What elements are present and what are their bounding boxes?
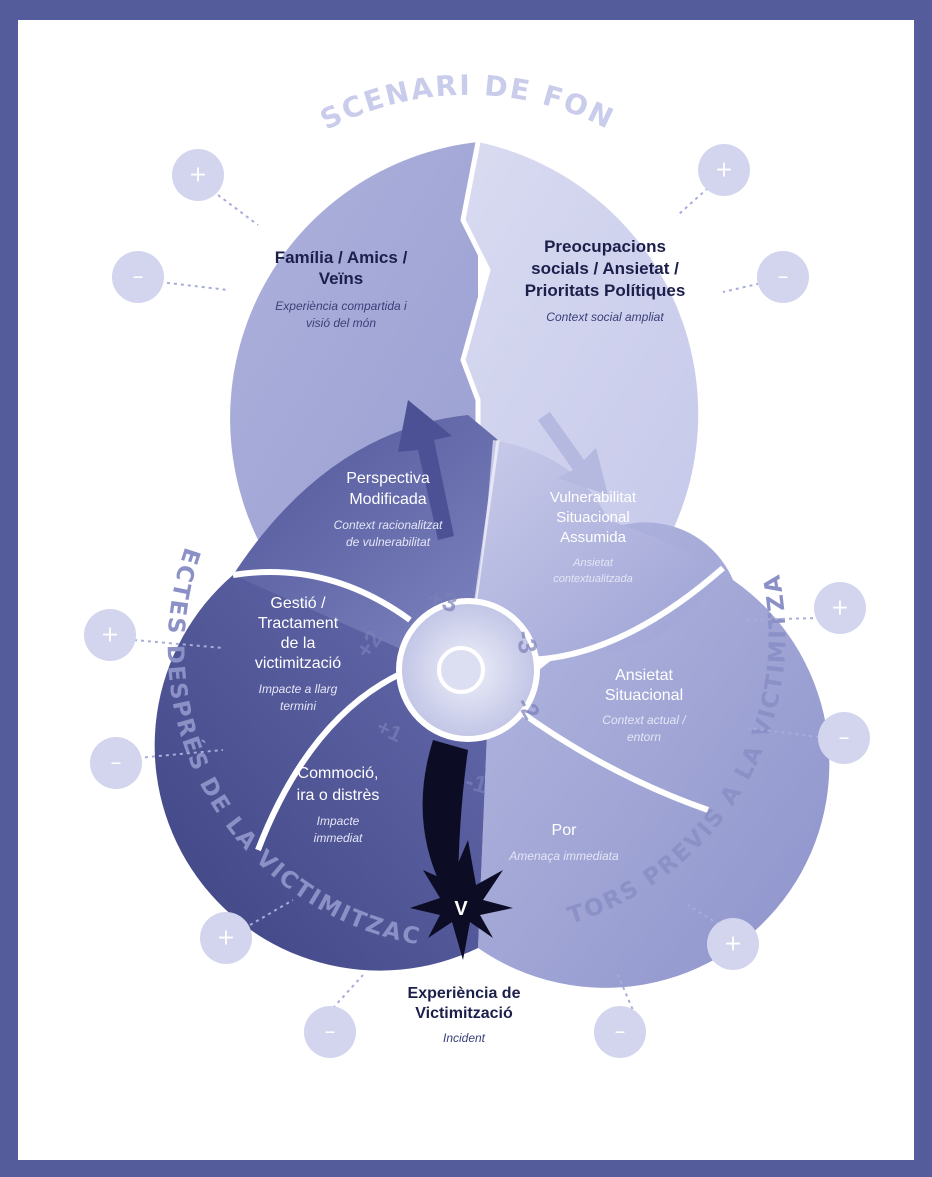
top-left-sub-1: Experiència compartida i [275, 299, 407, 313]
incident-title-2: Victimització [415, 1005, 513, 1022]
plus-icon-tl: + [189, 163, 207, 188]
incident-trail [422, 740, 468, 900]
gestio-sub-2: termini [280, 699, 316, 713]
plus-icon-bl: + [217, 926, 235, 951]
ansietat-title-2: Situacional [605, 687, 683, 704]
plus-circle-tr [698, 144, 750, 196]
vulnerabilitat-title-3: Assumida [560, 529, 627, 546]
minus-icon-tr: – [778, 265, 789, 290]
pm-circles: + – + – + – + – + – + – [84, 144, 870, 1058]
perspectiva-sub-2: de vulnerabilitat [346, 535, 431, 549]
vulnerabilitat-sub-2: contextualitzada [553, 573, 633, 585]
incident-title-1: Experiència de [408, 985, 521, 1002]
por-sub-1: Amenaça immediata [508, 849, 619, 863]
ansietat-sub-2: entorn [627, 730, 661, 744]
minus-circle-bl [304, 1006, 356, 1058]
spiral-divider-4 [522, 565, 725, 663]
minus-circle-l [90, 737, 142, 789]
plus-circle-l [84, 609, 136, 661]
perspectiva-sub-1: Context racionalitzat [334, 518, 443, 532]
minus-icon-l: – [111, 751, 122, 776]
minus-icon-r: – [839, 726, 850, 751]
spiral-divider-2 [255, 672, 400, 852]
perspectiva-title-2: Modificada [349, 491, 426, 508]
incident-star-icon [410, 840, 513, 960]
minus-circle-tr [757, 251, 809, 303]
incident-sub-1: Incident [443, 1031, 486, 1045]
commocio-title-1: Commoció, [298, 765, 379, 782]
plus-icon-r: + [831, 596, 849, 621]
num-minus-3: -3 [510, 628, 544, 656]
gestio-sub-1: Impacte a llarg [259, 682, 338, 696]
victimization-cycle-diagram: V ESCENARI DE FONS EFECTES DESPRÉS DE LA… [18, 20, 870, 1058]
perspectiva-title-1: Perspectiva [346, 470, 430, 487]
minus-circle-r [818, 712, 870, 764]
incident-letter: V [454, 898, 468, 920]
vulnerabilitat-title-1: Vulnerabilitat [550, 489, 637, 506]
top-left-title-1: Família / Amics / [275, 248, 408, 267]
plus-icon-br: + [724, 932, 742, 957]
ansietat-title-1: Ansietat [615, 667, 673, 684]
top-right-title-1: Preocupacions [544, 237, 666, 256]
commocio-sub-2: immediat [314, 831, 363, 845]
ansietat-sub-1: Context actual / [602, 713, 687, 727]
vulnerabilitat-title-2: Situacional [556, 509, 629, 526]
plus-circle-bl [200, 912, 252, 964]
gestio-title-4: victimització [255, 655, 341, 672]
top-right-sub-1: Context social ampliat [546, 310, 664, 324]
gestio-title-1: Gestió / [270, 595, 326, 612]
top-left-title-2: Veïns [319, 269, 363, 288]
commocio-title-2: ira o distrès [297, 787, 380, 804]
plus-icon-l: + [101, 623, 119, 648]
hub-center [437, 646, 485, 694]
vulnerabilitat-region [473, 440, 723, 660]
por-title-1: Por [552, 822, 578, 839]
minus-circle-br [594, 1006, 646, 1058]
arrow-up-icon [398, 400, 454, 540]
minus-icon-br: – [615, 1020, 626, 1045]
gestio-title-2: Tractament [258, 615, 339, 632]
gestio-title-3: de la [281, 635, 316, 652]
minus-icon-bl: – [325, 1020, 336, 1045]
plus-circle-r [814, 582, 866, 634]
spiral-divider-3 [516, 707, 709, 813]
zigzag-divider [460, 141, 491, 490]
top-right-title-2: socials / Ansietat / [531, 259, 679, 278]
spiral-divider-5 [471, 439, 500, 621]
plus-circle-tl [172, 149, 224, 201]
vulnerabilitat-sub-1: Ansietat [572, 557, 614, 569]
diagram-frame: V ESCENARI DE FONS EFECTES DESPRÉS DE LA… [18, 20, 914, 1160]
arrow-down-icon [538, 412, 608, 495]
spiral-divider-1 [232, 569, 412, 623]
plus-icon-tr: + [715, 158, 733, 183]
arc-label-top: ESCENARI DE FONS [18, 20, 620, 136]
top-left-sub-2: visió del món [306, 316, 376, 330]
top-right-region [463, 142, 699, 540]
plus-circle-br [707, 918, 759, 970]
top-right-title-3: Prioritats Polítiques [525, 281, 686, 300]
commocio-sub-1: Impacte [317, 814, 360, 828]
minus-circle-tl [112, 251, 164, 303]
minus-icon-tl: – [133, 265, 144, 290]
